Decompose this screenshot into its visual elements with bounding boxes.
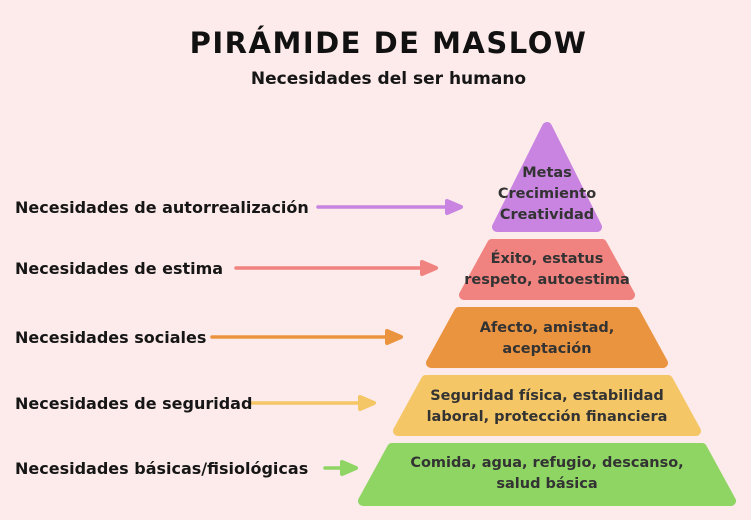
level-shape-basicas xyxy=(358,443,736,506)
arrowhead-icon-basicas xyxy=(340,460,358,476)
level-content-seguridad: Seguridad física, estabilidad laboral, p… xyxy=(426,388,668,425)
level-content-estima: Éxito, estatus respeto, autoestima xyxy=(464,251,630,288)
level-shape-sociales xyxy=(426,307,668,368)
page-title: PIRÁMIDE DE MASLOW xyxy=(189,26,588,60)
level-label-seguridad: Necesidades de seguridad xyxy=(15,394,253,413)
level-content-sociales: Afecto, amistad, aceptación xyxy=(479,320,615,357)
level-label-estima: Necesidades de estima xyxy=(15,259,224,278)
level-content-autorrealizacion: Metas Crecimiento Creatividad xyxy=(497,165,597,223)
arrowhead-icon-autorrealizacion xyxy=(445,199,463,215)
level-label-autorrealizacion: Necesidades de autorrealización xyxy=(15,198,309,217)
header: PIRÁMIDE DE MASLOW Necesidades del ser h… xyxy=(13,26,751,89)
level-shape-autorrealizacion xyxy=(492,122,602,232)
level-label-basicas: Necesidades básicas/fisiológicas xyxy=(15,459,309,478)
arrowhead-icon-sociales xyxy=(385,329,403,345)
level-label-sociales: Necesidades sociales xyxy=(15,328,207,347)
arrowhead-icon-estima xyxy=(420,260,438,276)
arrowhead-icon-seguridad xyxy=(358,395,376,411)
level-shape-seguridad xyxy=(393,375,701,436)
level-shape-estima xyxy=(459,239,635,300)
page-subtitle: Necesidades del ser humano xyxy=(250,69,527,89)
level-content-basicas: Comida, agua, refugio, descanso, salud b… xyxy=(410,455,684,492)
